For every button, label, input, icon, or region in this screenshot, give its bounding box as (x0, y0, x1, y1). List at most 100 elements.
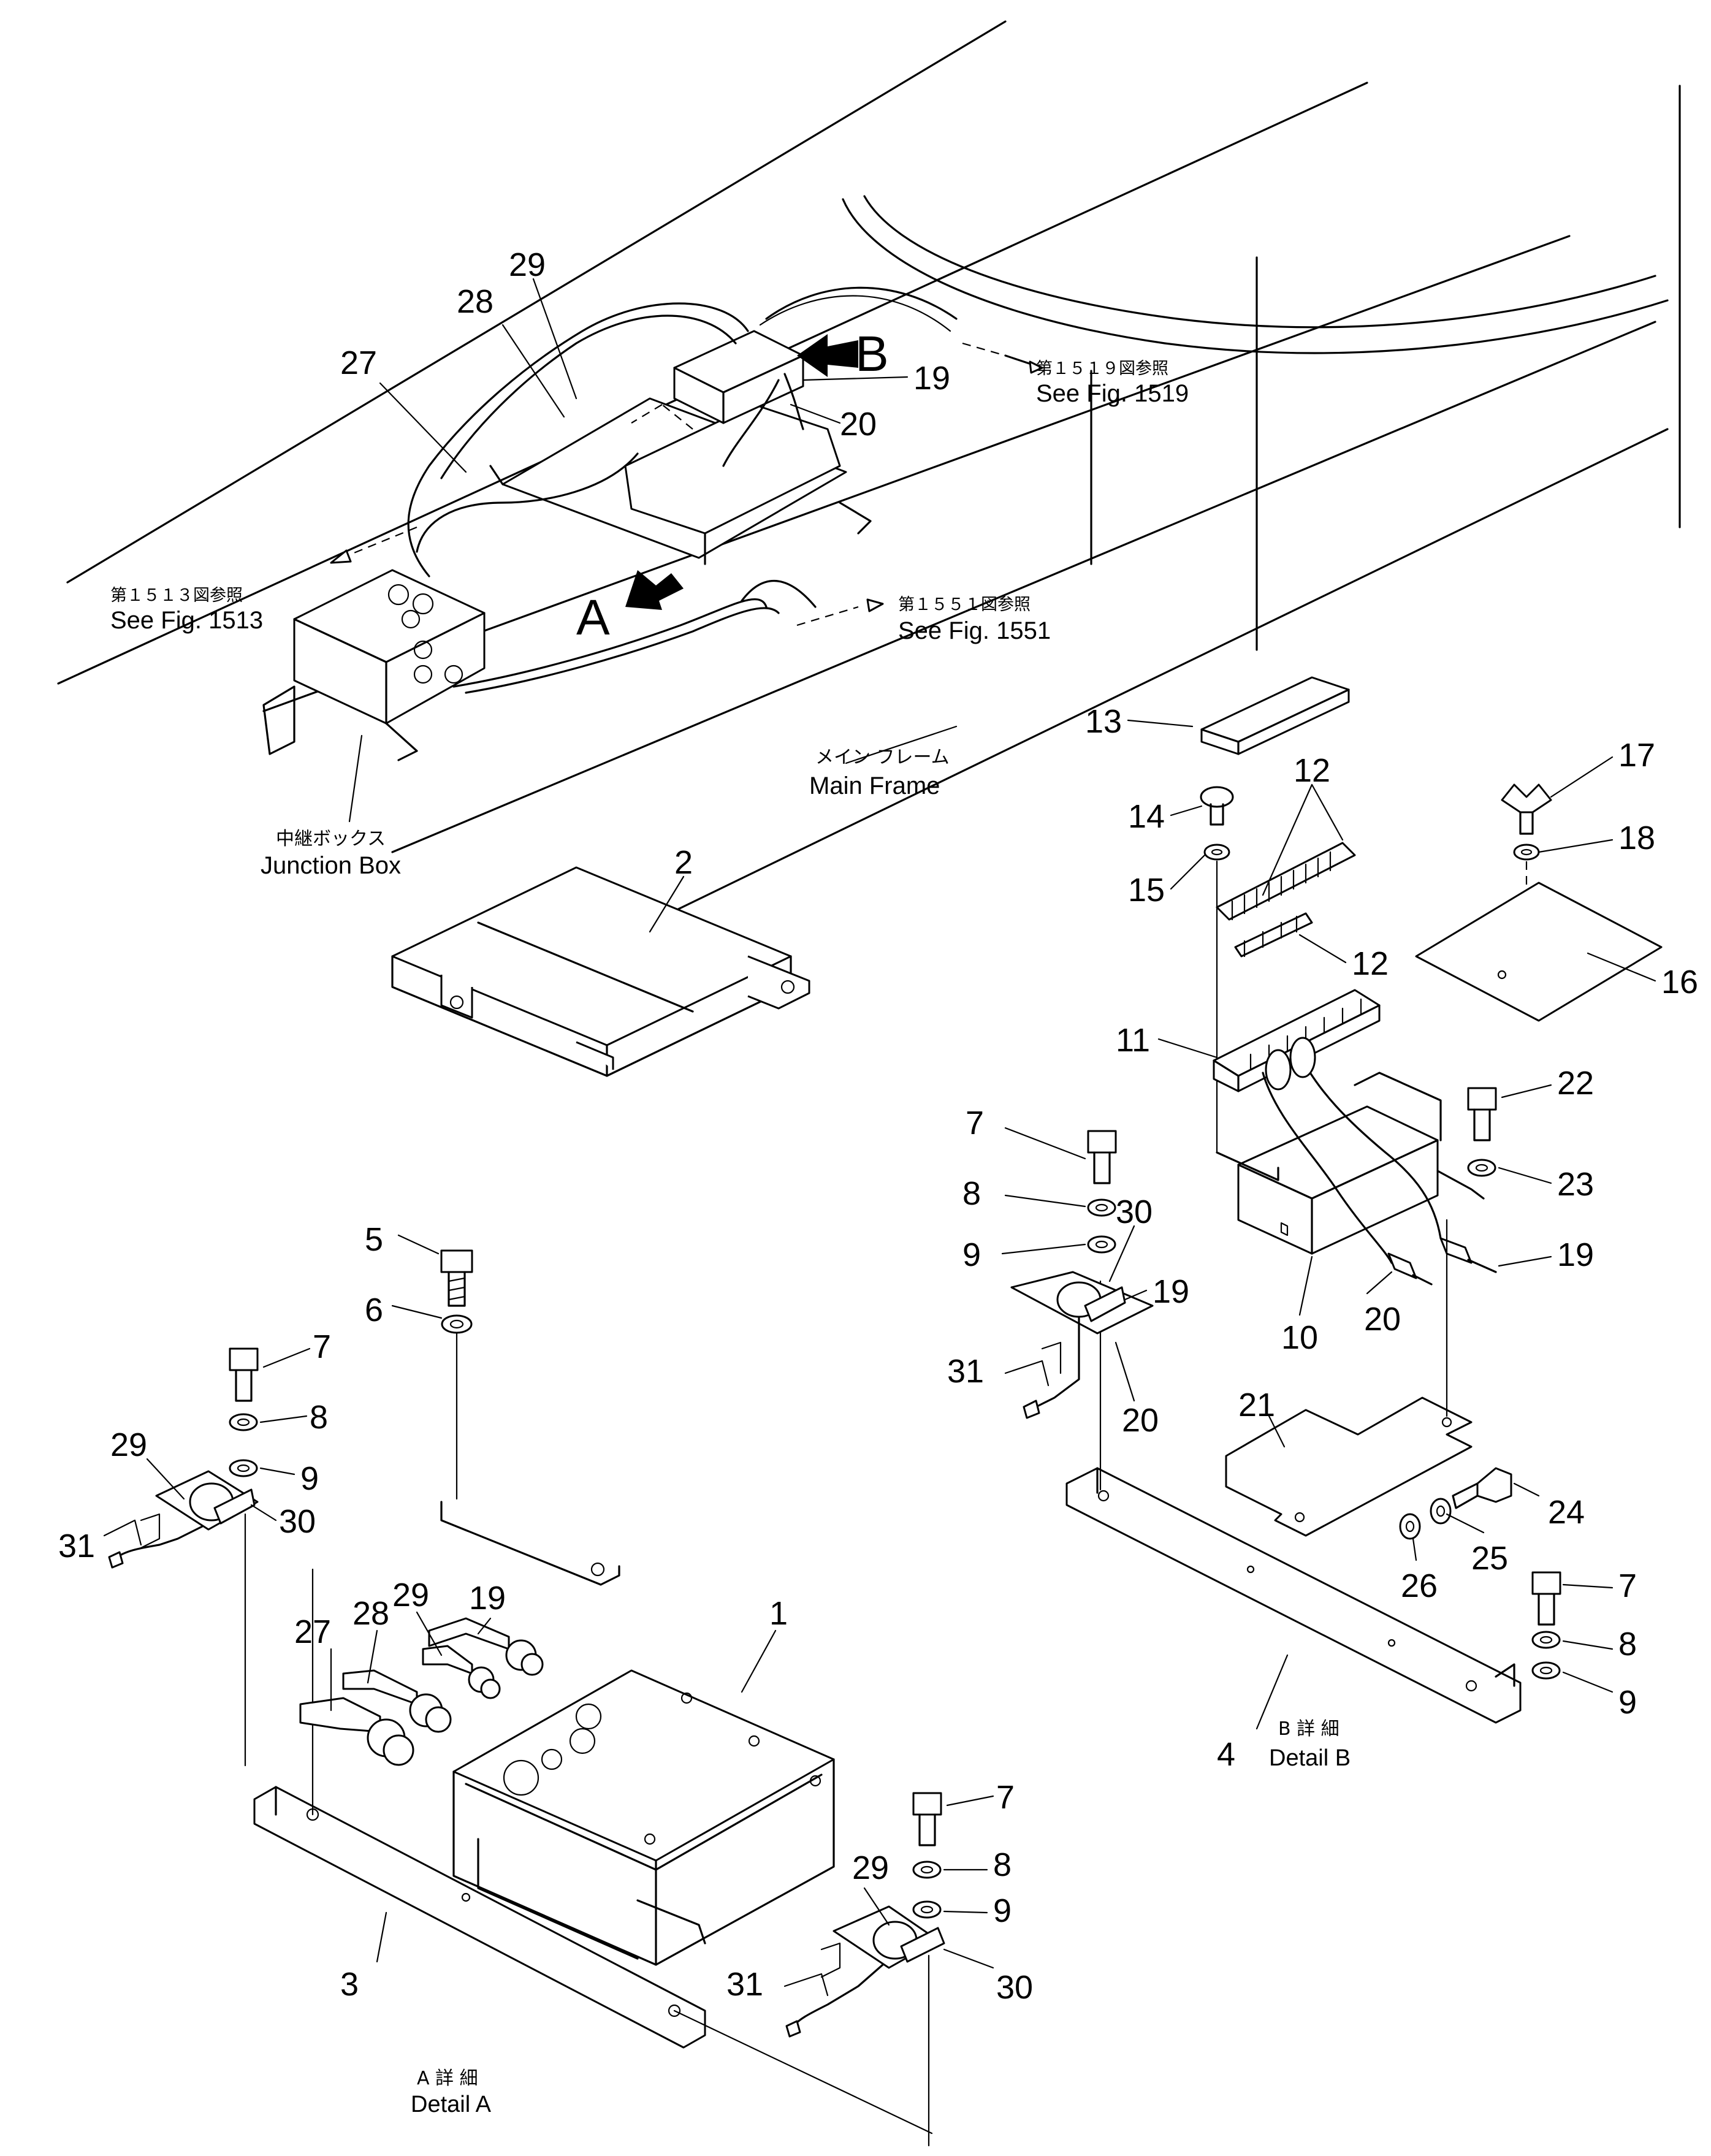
bolt-7-b2 (1531, 1571, 1561, 1626)
part-number-11: 11 (1116, 1022, 1150, 1059)
reference-1519-en: See Fig. 1519 (1036, 380, 1189, 407)
part-number-8-b: 8 (962, 1175, 981, 1212)
part-number-9-b: 9 (962, 1236, 981, 1273)
part-number-29-overview: 29 (509, 246, 546, 283)
bolt-5 (440, 1249, 473, 1307)
part-number-8-a2: 8 (993, 1846, 1012, 1883)
part-number-8-b2: 8 (1618, 1626, 1637, 1663)
clamp-assembly-b (1010, 1271, 1154, 1419)
washer-15 (1203, 844, 1230, 861)
bolt-7-a2 (912, 1792, 942, 1846)
washer-18 (1513, 844, 1540, 861)
part-number-13: 13 (1085, 703, 1122, 740)
junction-box-leader (348, 734, 363, 823)
relay-wires-b (1262, 1037, 1497, 1286)
part-number-30-b: 30 (1116, 1194, 1153, 1230)
part-number-8-a1: 8 (310, 1399, 328, 1436)
controller-assembly-overview (489, 330, 872, 565)
part-number-7-b2: 7 (1618, 1567, 1637, 1604)
detail-b-caption-en: Detail B (1269, 1745, 1351, 1771)
main-frame-label-en: Main Frame (809, 772, 940, 799)
reference-1551-jp: 第１５５１図参照 (898, 595, 1031, 614)
junction-box-label-jp: 中継ボックス (276, 828, 386, 850)
part-number-7-b: 7 (966, 1105, 984, 1141)
part-number-9-a2: 9 (993, 1892, 1012, 1929)
clamp-assembly-a2 (785, 1905, 945, 2038)
part-number-9-b2: 9 (1618, 1684, 1637, 1721)
bolt-7-b (1087, 1130, 1117, 1184)
part-number-7-a1: 7 (313, 1328, 331, 1365)
part-number-25: 25 (1471, 1540, 1508, 1577)
part-number-31-a2: 31 (726, 1966, 763, 2003)
main-frame-label-jp: メイン フレーム (815, 747, 950, 768)
washer-9-b (1087, 1235, 1116, 1254)
part-number-28-overview: 28 (457, 283, 493, 320)
detail-a-leaders (103, 875, 994, 1997)
part-number-5: 5 (365, 1221, 383, 1258)
part-number-14: 14 (1128, 798, 1165, 835)
part-number-18: 18 (1618, 820, 1655, 856)
connector-harness-29 (422, 1645, 501, 1699)
view-arrow-a (625, 570, 684, 610)
junction-box (262, 569, 486, 761)
detail-b-leaders (1001, 719, 1656, 1730)
washer-9-a2 (912, 1900, 942, 1919)
part-number-23: 23 (1557, 1166, 1594, 1203)
connector-harness-19 (428, 1617, 544, 1676)
washer-8-a1 (229, 1413, 258, 1431)
washer-9-b2 (1531, 1661, 1561, 1680)
part-number-26: 26 (1401, 1567, 1438, 1604)
washer-25 (1430, 1498, 1452, 1525)
part-number-19-b1: 19 (1153, 1273, 1189, 1310)
part-number-29-a2: 29 (852, 1849, 889, 1886)
part-number-30-a1: 30 (279, 1503, 316, 1540)
washer-9-a1 (229, 1459, 258, 1477)
part-number-27-overview: 27 (340, 345, 377, 381)
bolt-22 (1467, 1087, 1497, 1141)
part-number-6: 6 (365, 1292, 383, 1328)
relay-box-10 (1216, 1072, 1485, 1255)
part-number-15: 15 (1128, 872, 1165, 908)
part-number-30-a2: 30 (996, 1969, 1033, 2006)
part-number-7-a2: 7 (996, 1779, 1015, 1816)
washer-8-b2 (1531, 1631, 1561, 1649)
part-number-27-a: 27 (294, 1613, 331, 1650)
part-number-24: 24 (1548, 1494, 1585, 1531)
part-number-20-b1: 20 (1122, 1402, 1159, 1439)
main-frame-leader (845, 725, 958, 764)
part-number-31-a1: 31 (58, 1528, 95, 1564)
view-arrow-b (797, 334, 858, 377)
part-number-20-overview: 20 (840, 406, 877, 443)
part-number-29-a1: 29 (110, 1427, 147, 1463)
view-marker-a: A (576, 590, 610, 646)
part-number-12-bottom: 12 (1352, 945, 1389, 982)
reference-1513-jp: 第１５１３図参照 (110, 586, 243, 605)
bolt-7-a1 (229, 1347, 259, 1402)
part-number-9-a1: 9 (300, 1460, 319, 1497)
part-number-16: 16 (1661, 964, 1698, 1000)
washer-6 (441, 1314, 473, 1334)
part-number-2: 2 (674, 844, 693, 881)
washer-8-b (1087, 1198, 1116, 1217)
washer-26 (1399, 1513, 1421, 1540)
detail-b-caption-jp: B 詳 細 (1278, 1718, 1339, 1740)
washer-8-a2 (912, 1861, 942, 1879)
reference-1513-en: See Fig. 1513 (110, 607, 263, 634)
reference-1551-en: See Fig. 1551 (898, 617, 1051, 644)
part-number-31-b: 31 (947, 1353, 984, 1390)
bolt-24 (1452, 1467, 1512, 1509)
clamp-assembly-a1 (108, 1470, 259, 1569)
reference-1519-jp: 第１５１９図参照 (1036, 359, 1168, 378)
part-number-12-top: 12 (1294, 752, 1330, 789)
part-number-1: 1 (769, 1595, 788, 1632)
terminal-jumpers-12 (1216, 842, 1356, 958)
reference-leaders (330, 342, 1043, 627)
overview-leaders (379, 278, 909, 473)
part-number-29-a: 29 (392, 1577, 429, 1613)
controller-bracket (253, 1568, 933, 2135)
bracket-4 (1065, 1467, 1522, 1724)
controller-unit (452, 1669, 835, 1966)
view-marker-b: B (855, 326, 889, 382)
support-plate-21 (1225, 1396, 1473, 1537)
